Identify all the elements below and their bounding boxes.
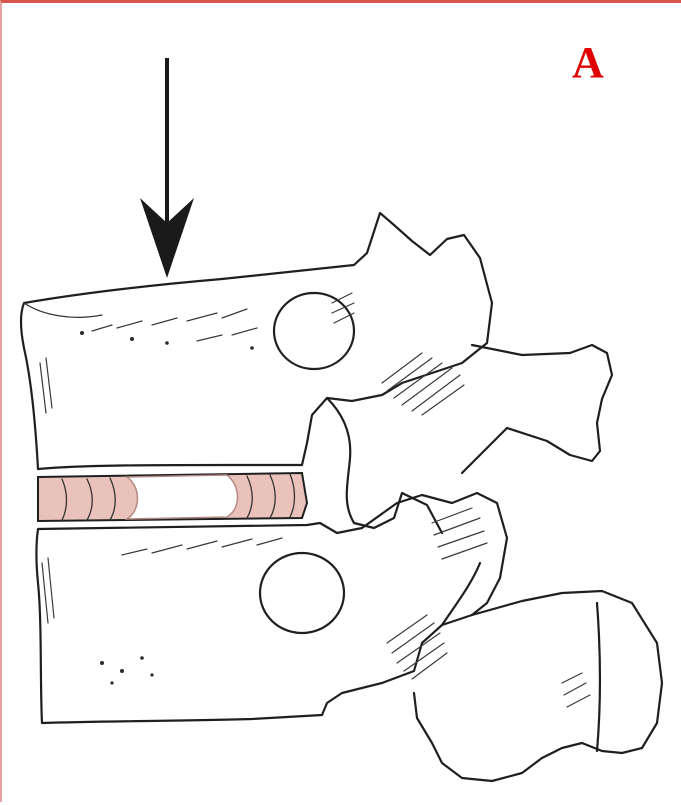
bone-texture-lower	[100, 538, 282, 685]
bone-texture-upper	[80, 309, 257, 350]
bone-shading-left-lower	[42, 558, 54, 623]
bone-shading-left-upper	[40, 358, 52, 413]
shadow-hatch-lower	[387, 508, 590, 707]
panel-label: A	[572, 41, 604, 85]
spine-illustration	[2, 3, 681, 805]
load-arrow-icon	[140, 58, 194, 278]
lower-vertebral-body	[37, 493, 663, 781]
intervertebral-disc	[38, 473, 307, 521]
shadow-hatch-upper	[332, 293, 464, 415]
